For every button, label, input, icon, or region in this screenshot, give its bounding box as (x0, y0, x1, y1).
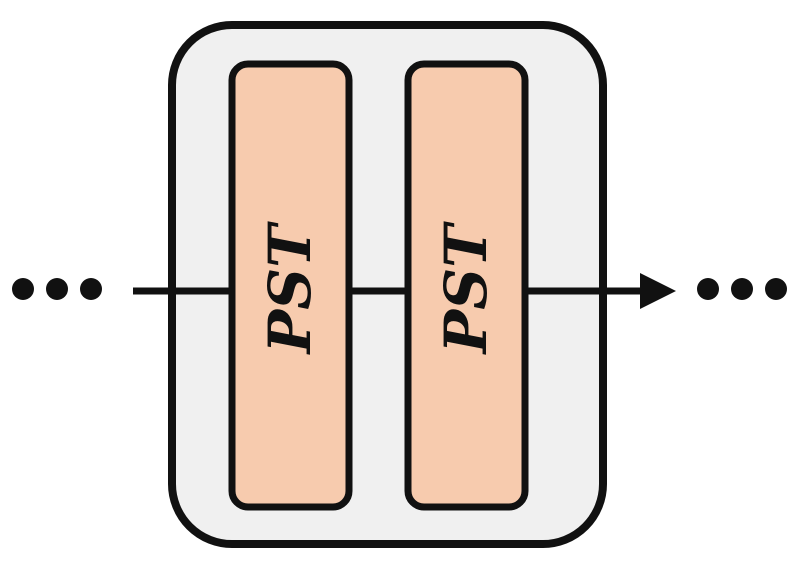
ellipsis-left (12, 278, 102, 300)
pst-block-2: PST (404, 60, 529, 511)
pst-block-2-label: PST (432, 221, 500, 355)
output-arrowhead (640, 273, 676, 309)
pst-block-1: PST (228, 60, 353, 511)
pst-block-1-label: PST (256, 221, 324, 355)
ellipsis-right (697, 278, 787, 300)
